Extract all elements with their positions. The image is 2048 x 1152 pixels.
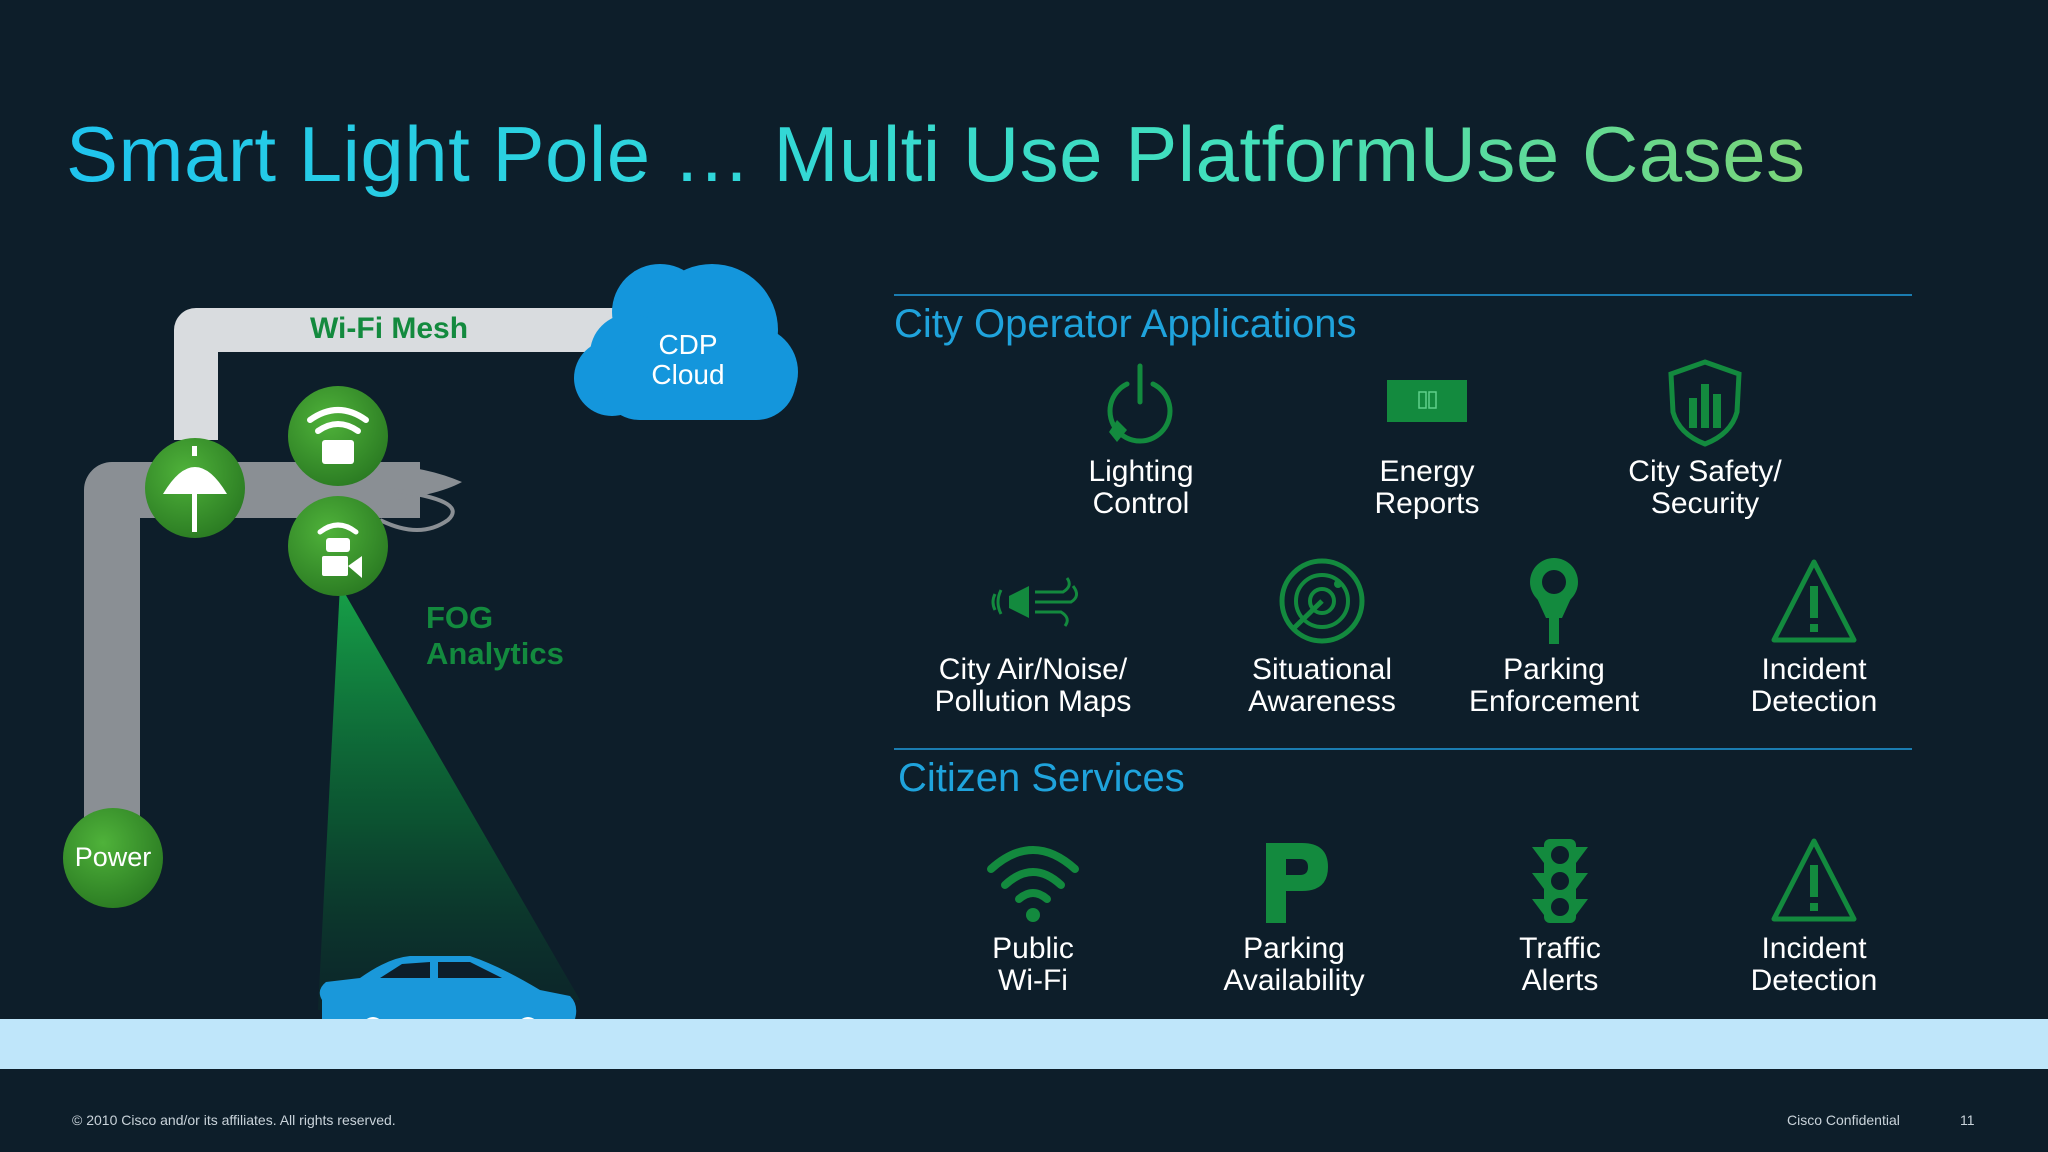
app-lighting-control[interactable]: Lighting Control <box>991 358 1291 520</box>
app-label: Energy Reports <box>1374 455 1480 520</box>
energy-report-icon <box>1387 380 1467 422</box>
app-energy-reports[interactable]: Energy Reports <box>1277 358 1577 520</box>
wifi-mesh-link <box>174 308 630 440</box>
umbrella-node-icon <box>145 438 245 538</box>
wifi-icon <box>987 846 1079 922</box>
app-incident-detection-operator[interactable]: Incident Detection <box>1664 556 1964 718</box>
app-public-wifi[interactable]: Public Wi-Fi <box>883 835 1183 997</box>
app-label: Parking Availability <box>1223 932 1365 997</box>
citizen-services-title: Citizen Services <box>898 756 1185 800</box>
footer-confidential: Cisco Confidential <box>1787 1112 1900 1128</box>
radar-icon <box>1279 558 1365 644</box>
cdp-cloud-icon <box>574 264 798 420</box>
shield-city-icon <box>1668 359 1742 447</box>
air-noise-icon <box>991 577 1078 627</box>
app-label: Traffic Alerts <box>1519 932 1601 997</box>
parking-meter-icon <box>1530 558 1578 644</box>
app-label: Incident Detection <box>1750 653 1878 718</box>
fog-analytics-label: FOG Analytics <box>426 600 564 671</box>
cdp-cloud-label: CDP Cloud <box>651 329 725 390</box>
app-label: Incident Detection <box>1750 932 1878 997</box>
app-label: Lighting Control <box>1088 455 1194 520</box>
light-pole-diagram <box>63 264 798 1047</box>
fog-analytics-cone <box>318 585 580 1010</box>
power-label: Power <box>74 842 152 872</box>
page-number: 11 <box>1960 1112 1975 1128</box>
app-incident-detection-citizen[interactable]: Incident Detection <box>1664 835 1964 997</box>
city-operator-divider <box>894 294 1912 296</box>
app-label: Situational Awareness <box>1248 653 1396 718</box>
app-traffic-alerts[interactable]: Traffic Alerts <box>1410 835 1710 997</box>
app-air-noise-maps[interactable]: City Air/Noise/ Pollution Maps <box>883 556 1183 718</box>
slide-title: Smart Light Pole … Multi Use PlatformUse… <box>66 108 1806 202</box>
traffic-light-icon <box>1532 839 1588 923</box>
road <box>0 1019 2048 1069</box>
app-label: Parking Enforcement <box>1468 653 1640 718</box>
power-node <box>63 808 163 908</box>
app-label: Public Wi-Fi <box>992 932 1074 997</box>
wifi-mesh-label: Wi-Fi Mesh <box>310 312 469 345</box>
app-parking-availability[interactable]: Parking Availability <box>1144 835 1444 997</box>
camera-node-icon <box>288 496 388 596</box>
app-label: City Safety/ Security <box>1628 455 1782 520</box>
app-label: City Air/Noise/ Pollution Maps <box>934 653 1132 718</box>
wifi-access-point-icon <box>288 386 388 486</box>
app-parking-enforcement[interactable]: Parking Enforcement <box>1404 556 1704 718</box>
warning-icon <box>1771 838 1857 922</box>
lamp-cable <box>379 488 455 532</box>
app-city-safety[interactable]: City Safety/ Security <box>1555 358 1855 520</box>
app-situational-awareness[interactable]: Situational Awareness <box>1172 556 1472 718</box>
power-bulb-icon <box>1107 363 1173 444</box>
warning-icon <box>1771 559 1857 643</box>
citizen-services-divider <box>894 748 1912 750</box>
city-operator-title: City Operator Applications <box>894 302 1357 346</box>
footer-copyright: © 2010 Cisco and/or its affiliates. All … <box>72 1112 396 1128</box>
parking-p-icon <box>1266 843 1328 923</box>
